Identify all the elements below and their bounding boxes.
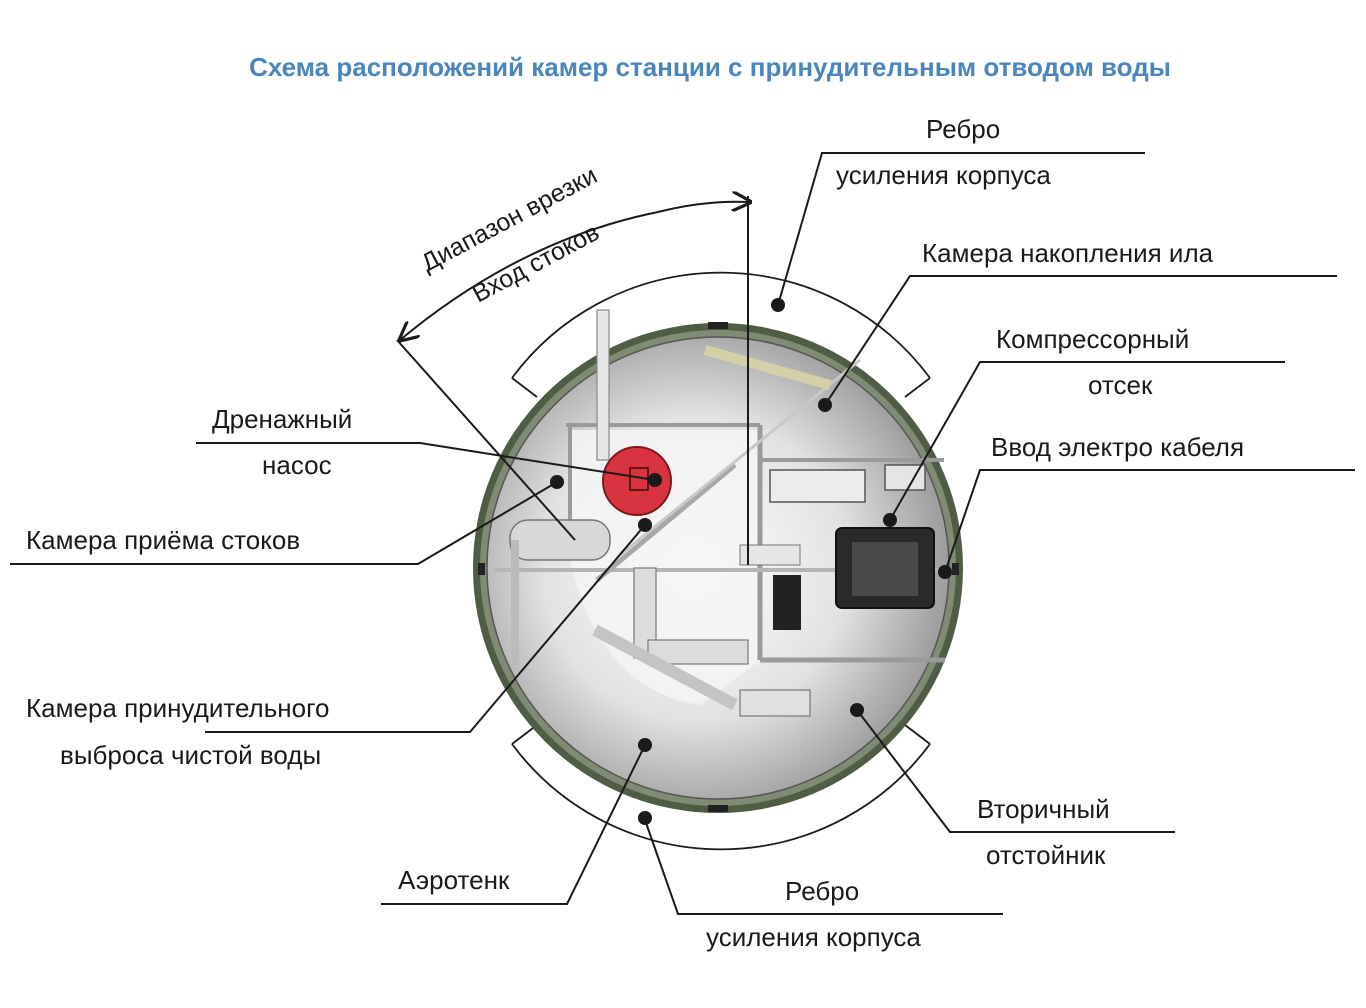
label-rib-top-1: Ребро [926,114,1001,144]
leader-compressor [889,361,1285,521]
leader-settler [856,709,1175,833]
label-aerotank: Аэротенк [398,865,510,895]
label-rib-bottom-2: усиления корпуса [706,922,921,952]
label-secondary-settler-1: Вторичный [977,794,1110,824]
label-rib-bottom-1: Ребро [785,876,860,906]
leader-rib-bottom [644,819,1003,915]
leader-drain-pump [196,442,656,481]
label-inlet-chamber: Камера приёма стоков [26,525,301,555]
leader-forced [205,524,646,733]
page-title: Схема расположений камер станции с прину… [249,52,1171,82]
leader-inlet [10,481,558,565]
label-forced-discharge-2: выброса чистой воды [60,740,322,770]
label-sludge-chamber: Камера накопления ила [922,238,1214,268]
leader-rib-top [777,152,1145,306]
drain-pump [602,446,672,516]
label-compressor-1: Компрессорный [996,324,1190,354]
leader-aerotank [381,744,646,905]
arc-label-range: Диапазон врезки [417,161,602,277]
label-cable-input: Ввод электро кабеля [991,432,1245,462]
label-drain-pump-1: Дренажный [212,404,353,434]
label-forced-discharge-1: Камера принудительного [26,693,330,723]
label-drain-pump-2: насос [262,450,332,480]
leader-sludge [824,275,1337,406]
label-rib-top-2: усиления корпуса [836,160,1051,190]
leader-cable [944,469,1355,573]
label-secondary-settler-2: отстойник [986,840,1106,870]
label-compressor-2: отсек [1088,370,1153,400]
rib-top [511,271,931,379]
rib-bottom [511,743,931,851]
insertion-range-arc [400,211,659,340]
